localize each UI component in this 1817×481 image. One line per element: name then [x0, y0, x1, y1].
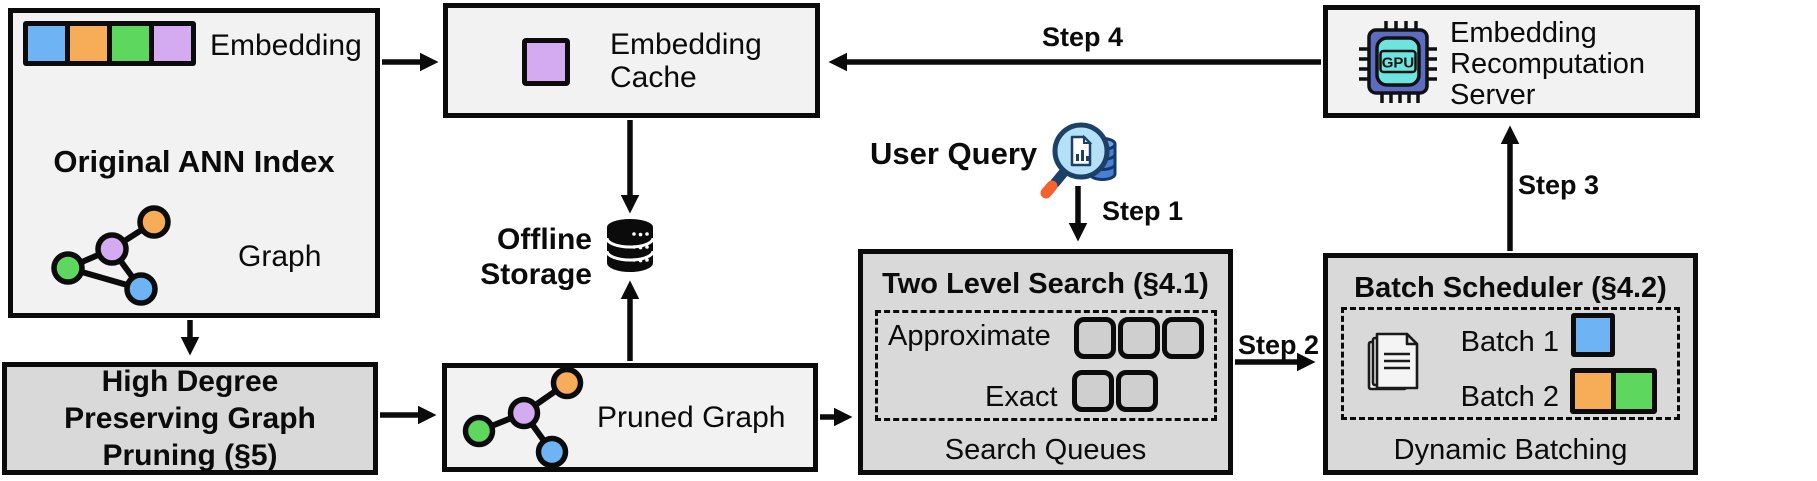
- batch2-squares: [1570, 368, 1657, 414]
- step3-label: Step 3: [1518, 170, 1600, 200]
- embedding-vector-strip: [23, 21, 196, 66]
- query-search-icon: [1040, 122, 1117, 199]
- offline-storage-label: Offline Storage: [480, 223, 592, 291]
- queue-slot: [1074, 317, 1116, 359]
- embedding-cell-blue: [28, 26, 65, 61]
- queue-slot: [1116, 370, 1158, 412]
- recomputation-server-title: Embedding Recomputation Server: [1450, 17, 1646, 111]
- embedding-cache-box: Embedding Cache: [443, 3, 820, 118]
- graph-node-purple: [507, 396, 541, 430]
- gpu-text: GPU: [1382, 55, 1415, 72]
- step4-label: Step 4: [1042, 22, 1124, 52]
- dynamic-batching-footer: Dynamic Batching: [1393, 434, 1628, 466]
- queue-slot: [1118, 317, 1160, 359]
- gpu-chip-icon: GPU: [1359, 21, 1437, 103]
- graph-node-blue: [124, 272, 158, 306]
- graph-node-blue: [535, 435, 569, 467]
- batch-scheduler-title: Batch Scheduler (§4.2): [1354, 272, 1667, 304]
- approximate-label: Approximate: [888, 320, 1051, 352]
- pruned-graph-icon: [462, 368, 584, 467]
- embedding-cache-title: Embedding Cache: [610, 28, 762, 94]
- batch2-square-green: [1616, 373, 1652, 409]
- embedding-cell-green: [112, 26, 149, 61]
- pruned-graph-label: Pruned Graph: [597, 401, 786, 434]
- embedding-cell-orange: [70, 26, 107, 61]
- original-ann-index-box: Embedding Original ANN Index Graph: [8, 8, 380, 318]
- graph-pruning-box: High Degree Preserving Graph Pruning (§5…: [2, 362, 378, 475]
- embedding-label: Embedding: [210, 29, 362, 62]
- graph-node-orange: [550, 368, 584, 400]
- embedding-cell-purple: [154, 26, 191, 61]
- graph-label: Graph: [238, 240, 322, 273]
- approximate-queue-slots: [1074, 317, 1204, 359]
- graph-node-orange: [137, 205, 171, 239]
- graph-node-green: [462, 414, 496, 448]
- batch2-label: Batch 2: [1460, 381, 1559, 413]
- pruned-graph-box: Pruned Graph: [442, 363, 818, 472]
- queue-slot: [1072, 370, 1114, 412]
- ann-index-title: Original ANN Index: [53, 144, 335, 179]
- graph-node-purple: [95, 232, 129, 266]
- batch1-label: Batch 1: [1460, 326, 1559, 358]
- cached-embedding-square: [522, 38, 570, 86]
- search-queues-container: Approximate Exact: [875, 310, 1217, 421]
- step1-label: Step 1: [1102, 196, 1184, 226]
- batch1-square-blue: [1571, 313, 1615, 357]
- magnifier-icon: [1040, 122, 1110, 199]
- step2-label: Step 2: [1238, 330, 1320, 360]
- two-level-search-box: Two Level Search (§4.1) Approximate Exac…: [858, 249, 1233, 475]
- original-graph-icon: [51, 205, 171, 306]
- dynamic-batching-container: Batch 1 Batch 2: [1341, 307, 1680, 420]
- recomputation-server-box: GPU Embedding Recomputation Server: [1323, 5, 1700, 118]
- search-queues-footer: Search Queues: [944, 434, 1147, 466]
- documents-icon: [1367, 332, 1419, 391]
- queue-slot: [1162, 317, 1204, 359]
- batch2-square-orange: [1575, 373, 1611, 409]
- batch-scheduler-box: Batch Scheduler (§4.2) Batch 1 Batch 2: [1323, 253, 1698, 475]
- database-icon: [605, 219, 655, 272]
- graph-node-green: [51, 251, 85, 285]
- exact-label: Exact: [985, 381, 1058, 413]
- exact-queue-slots: [1072, 370, 1158, 412]
- user-query-label: User Query: [870, 136, 1038, 171]
- two-level-search-title: Two Level Search (§4.1): [882, 268, 1209, 300]
- graph-pruning-title: High Degree Preserving Graph Pruning (§5…: [64, 365, 316, 472]
